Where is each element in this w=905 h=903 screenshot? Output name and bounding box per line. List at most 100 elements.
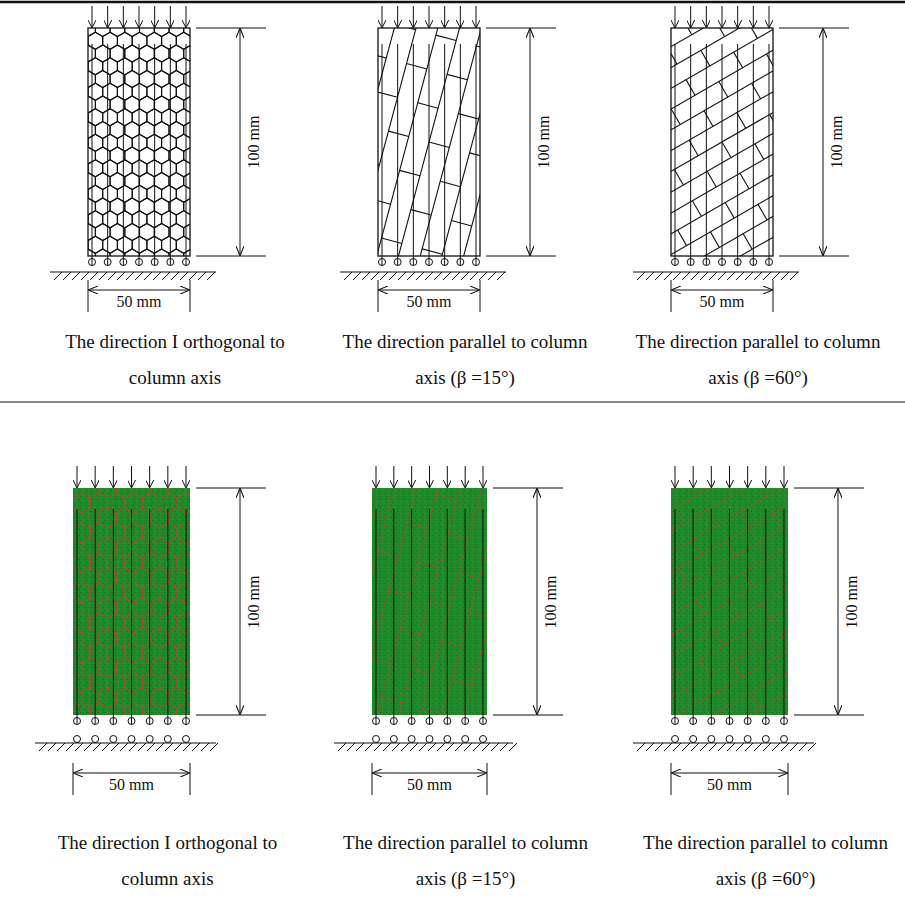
hexagon-joint bbox=[90, 703, 107, 715]
hexagon-joint bbox=[154, 249, 169, 256]
load-arrow bbox=[722, 6, 723, 27]
joint-line bbox=[725, 203, 734, 219]
hexagon-joint bbox=[151, 488, 168, 498]
joint-line bbox=[741, 512, 750, 528]
load-arrow bbox=[170, 6, 171, 27]
ground-hatch bbox=[479, 272, 487, 280]
ground-hatch bbox=[745, 272, 753, 280]
ground-hatch bbox=[416, 272, 424, 280]
dimension-label: 50 mm bbox=[700, 293, 745, 311]
joint-line bbox=[440, 181, 460, 186]
specimen-panel bbox=[50, 6, 266, 312]
extension-line bbox=[487, 763, 488, 795]
hexagon-joint bbox=[125, 249, 140, 256]
ground-hatch bbox=[745, 743, 753, 751]
load-arrow bbox=[747, 466, 748, 487]
load-arrow bbox=[765, 466, 766, 487]
ground-hatch bbox=[389, 272, 397, 280]
roller-support bbox=[781, 736, 788, 743]
joint-line bbox=[438, 28, 480, 256]
hexagon-joint bbox=[99, 488, 116, 498]
load-arrow bbox=[429, 466, 430, 487]
joint-line bbox=[407, 64, 427, 69]
ground-hatch bbox=[673, 743, 681, 751]
joint-line bbox=[477, 506, 487, 511]
joint-line bbox=[382, 697, 402, 702]
joint-line bbox=[730, 602, 739, 618]
joint-line bbox=[679, 568, 688, 584]
ground-hatch bbox=[646, 272, 654, 280]
ground-hatch bbox=[763, 743, 771, 751]
roller-support bbox=[690, 736, 697, 743]
load-arrow bbox=[460, 6, 461, 27]
joint-line bbox=[470, 612, 487, 617]
joint-line bbox=[683, 28, 692, 35]
joint-line bbox=[708, 510, 717, 526]
joint-line bbox=[766, 54, 773, 70]
load-arrow bbox=[186, 6, 187, 27]
dimension-line bbox=[838, 489, 839, 714]
dimension-label: 100 mm bbox=[828, 116, 846, 169]
joint-line bbox=[723, 488, 732, 496]
joint-line bbox=[777, 574, 786, 590]
joint-line bbox=[674, 170, 683, 186]
load-arrow bbox=[675, 6, 676, 27]
load-arrow bbox=[131, 466, 132, 487]
load-arrow bbox=[706, 6, 707, 27]
hexagon-joint bbox=[82, 488, 99, 498]
joint-line bbox=[748, 28, 757, 38]
load-arrow bbox=[784, 466, 785, 487]
extension-line bbox=[196, 715, 266, 716]
extension-line bbox=[486, 256, 556, 257]
ground-hatch bbox=[144, 272, 152, 280]
joint-line bbox=[407, 523, 427, 528]
ground-hatch bbox=[156, 743, 164, 751]
ground-hatch bbox=[410, 743, 418, 751]
support-stem bbox=[483, 509, 484, 725]
load-arrow bbox=[95, 466, 96, 487]
hexagon-joint bbox=[177, 703, 190, 715]
support-stem bbox=[413, 44, 414, 266]
ground-hatch bbox=[736, 272, 744, 280]
joint-line bbox=[707, 171, 716, 187]
ground-hatch bbox=[48, 743, 56, 751]
panel-caption: The direction parallel to column axis (β… bbox=[627, 324, 889, 396]
roller-support bbox=[92, 736, 99, 743]
support-stem bbox=[706, 44, 707, 266]
support-stem bbox=[95, 509, 96, 725]
panel-caption: The direction I orthogonal to column axi… bbox=[44, 324, 306, 396]
dimension-label: 50 mm bbox=[407, 293, 452, 311]
load-arrow bbox=[123, 6, 124, 27]
ground-hatch bbox=[655, 272, 663, 280]
load-arrow bbox=[186, 466, 187, 487]
support-stem bbox=[675, 44, 676, 266]
support-stem bbox=[711, 509, 712, 725]
support-stem bbox=[167, 509, 168, 725]
support-stem bbox=[393, 509, 394, 725]
joint-line bbox=[372, 658, 391, 663]
roller-support bbox=[128, 736, 135, 743]
dimension-label: 100 mm bbox=[843, 575, 861, 628]
support-stem bbox=[92, 44, 93, 266]
ground-hatch bbox=[165, 743, 173, 751]
roller-support bbox=[762, 736, 769, 743]
ground-hatch bbox=[117, 272, 125, 280]
support-stem bbox=[753, 44, 754, 266]
dimension-label: 100 mm bbox=[245, 116, 263, 169]
load-arrow bbox=[447, 466, 448, 487]
joint-line bbox=[671, 488, 786, 499]
ground-hatch bbox=[727, 743, 735, 751]
load-arrow bbox=[690, 6, 691, 27]
ground-line bbox=[35, 742, 216, 743]
ground-hatch bbox=[691, 743, 699, 751]
joint-line bbox=[479, 488, 487, 715]
dimension-label: 50 mm bbox=[407, 776, 452, 794]
ground-hatch bbox=[718, 272, 726, 280]
load-arrow bbox=[393, 466, 394, 487]
joint-line bbox=[459, 488, 487, 715]
joint-pattern bbox=[378, 28, 480, 256]
support-stem bbox=[765, 509, 766, 725]
joint-line bbox=[715, 631, 724, 647]
roller-support bbox=[74, 736, 81, 743]
joint-line bbox=[774, 513, 783, 529]
